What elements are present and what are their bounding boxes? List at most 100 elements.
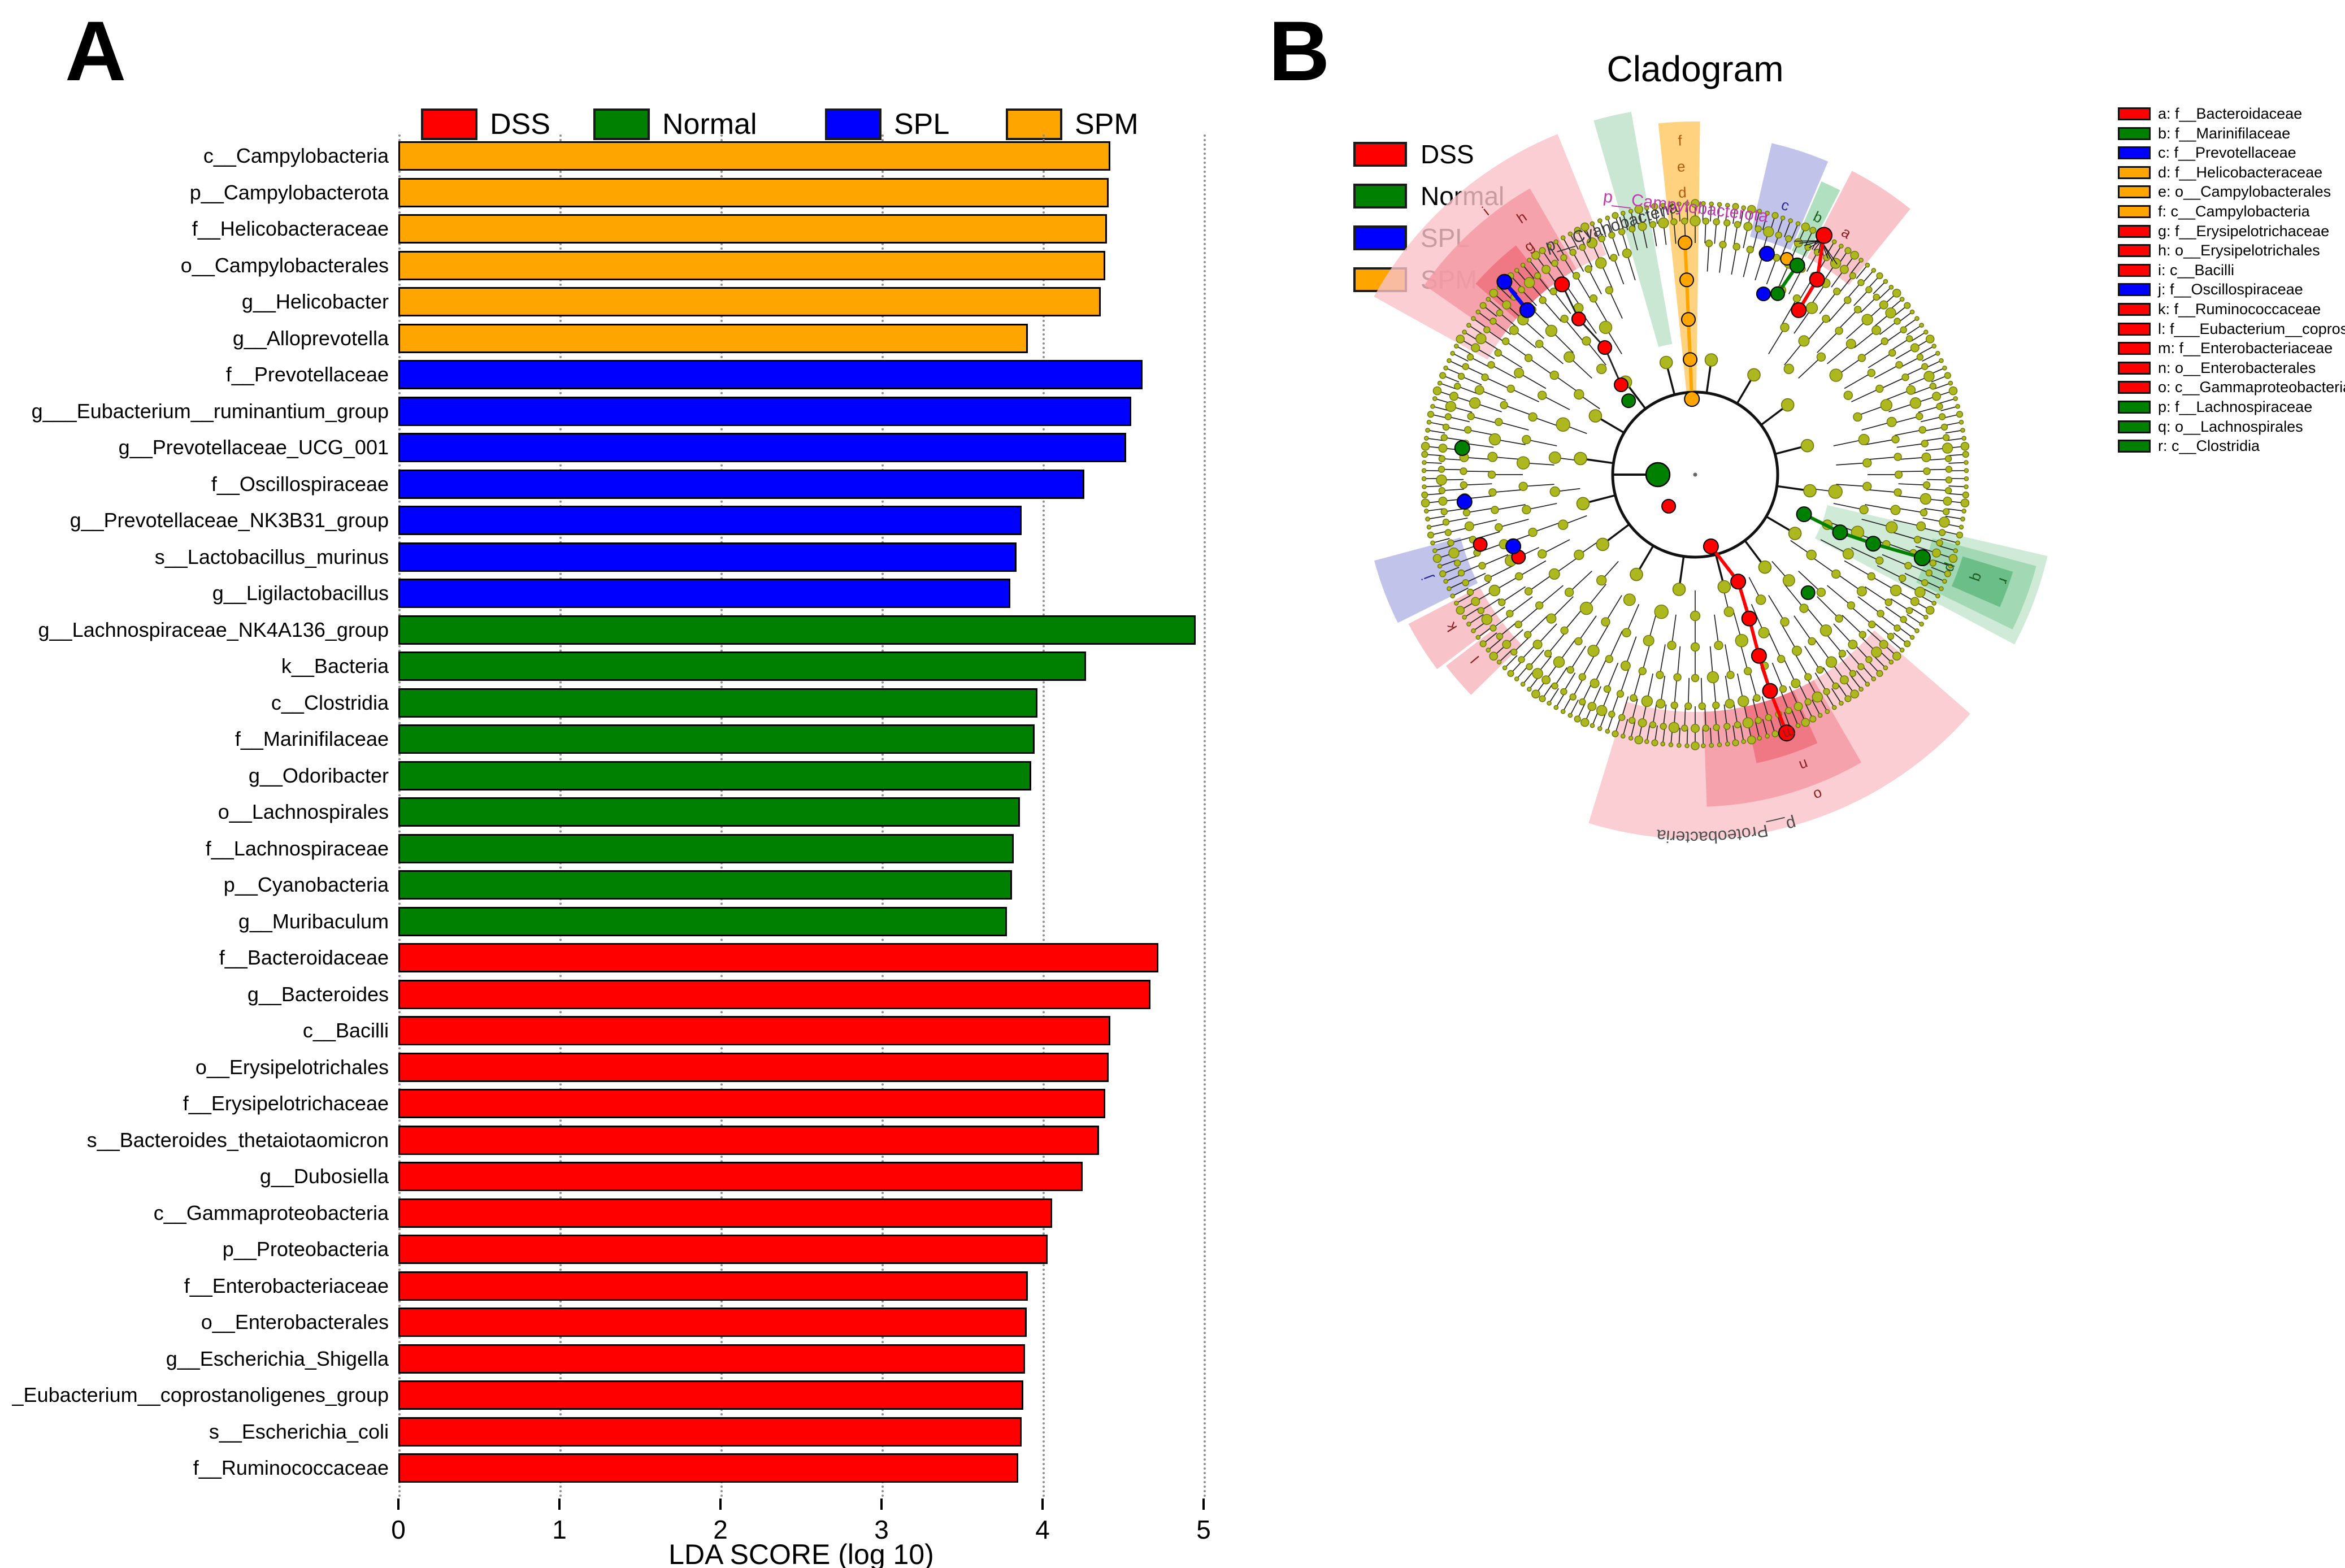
taxa-legend-swatch-q	[2118, 420, 2151, 433]
taxa-legend-item-f: f: c__Campylobacteria	[2118, 203, 2310, 220]
taxon-node	[1456, 606, 1465, 615]
highlight-node	[1865, 536, 1882, 552]
taxon-node	[1541, 264, 1551, 274]
taxon-node	[1489, 288, 1499, 298]
taxon-node	[1765, 714, 1773, 721]
taxon-node	[1914, 316, 1920, 322]
taxa-legend-label: g: f__Erysipelotrichaceae	[2158, 222, 2330, 240]
taxon-node	[1487, 360, 1495, 369]
taxon-node	[1865, 286, 1873, 293]
taxon-node	[1677, 742, 1682, 748]
taxon-node	[1958, 419, 1964, 425]
bar-label: g__Lachnospiraceae_NK4A136_group	[38, 618, 389, 641]
bar-dss	[398, 1417, 1022, 1447]
taxon-node	[1747, 205, 1756, 214]
bar-dss	[398, 1271, 1028, 1301]
axis-tick	[1202, 1498, 1205, 1510]
taxon-node-inner	[1704, 353, 1718, 367]
bar-normal	[398, 761, 1032, 790]
taxon-node	[1489, 651, 1499, 661]
taxon-node	[1523, 277, 1535, 288]
taxa-legend-item-l: l: f___Eubacterium__coprostanc	[2118, 320, 2345, 338]
clade-wedge	[1374, 537, 1478, 623]
taxon-node	[1702, 724, 1709, 732]
highlight-node	[1496, 273, 1513, 290]
highlight-node	[1762, 683, 1778, 699]
taxon-node	[1905, 607, 1913, 614]
taxon-node	[1891, 435, 1900, 444]
taxon-node	[1421, 442, 1430, 451]
center-dot	[1693, 472, 1697, 477]
taxon-node	[1638, 667, 1647, 675]
taxon-node	[1757, 209, 1762, 214]
taxon-node	[1835, 327, 1843, 335]
taxon-node	[1816, 352, 1826, 362]
taxon-node	[1849, 670, 1857, 677]
taxon-node	[1423, 509, 1429, 514]
taxon-node	[1732, 739, 1739, 746]
taxon-node	[1587, 702, 1597, 711]
taxon-node	[1466, 353, 1474, 361]
taxon-node	[1960, 498, 1970, 508]
taxon-node	[1920, 509, 1928, 516]
taxon-node	[1560, 709, 1566, 714]
taxon-node	[1925, 606, 1935, 615]
taxa-legend-swatch-r	[2118, 440, 2151, 453]
cladogram-rings	[1421, 199, 1970, 750]
taxon-node	[1763, 226, 1774, 237]
taxon-node	[1421, 450, 1428, 458]
taxon-node	[1478, 562, 1486, 570]
taxon-node	[1932, 548, 1942, 558]
taxon-node	[1914, 587, 1926, 598]
taxon-node-inner	[1588, 409, 1603, 423]
cladogram-legend-swatch-normal	[1353, 184, 1407, 209]
taxon-node	[1453, 601, 1459, 606]
taxon-node	[1921, 452, 1931, 462]
taxon-node	[1709, 742, 1714, 748]
taxon-node	[1622, 248, 1632, 258]
taxon-node	[1560, 254, 1567, 262]
taxon-node	[1544, 650, 1552, 658]
taxon-node	[1888, 659, 1894, 665]
taxon-node	[1816, 666, 1824, 674]
taxon-node	[1916, 353, 1924, 361]
taxon-node	[1747, 735, 1756, 745]
taxon-node	[1830, 258, 1842, 269]
taxon-node	[1857, 354, 1866, 362]
taxon-node	[1780, 617, 1790, 627]
taxon-node	[1460, 467, 1467, 475]
taxon-node	[1948, 563, 1953, 569]
taxon-node	[1447, 586, 1452, 592]
taxa-legend-swatch-a	[2118, 107, 2151, 120]
bar-label: c__Gammaproteobacteria	[153, 1201, 389, 1224]
highlight-node	[1759, 246, 1775, 262]
highlight-node	[1554, 276, 1570, 293]
taxon-node	[1725, 203, 1730, 208]
taxa-legend-item-a: a: f__Bacteroidaceae	[2118, 105, 2302, 123]
taxon-node	[1453, 344, 1459, 349]
bar-spm	[398, 323, 1028, 353]
highlight-node	[1791, 302, 1807, 318]
taxon-node-inner	[1788, 527, 1802, 540]
taxon-node	[1584, 265, 1592, 273]
taxon-node	[1514, 367, 1525, 378]
taxon-node	[1623, 593, 1636, 606]
taxon-node	[1638, 718, 1647, 728]
taxon-node	[1502, 640, 1512, 649]
bar-dss	[398, 1162, 1083, 1191]
taxa-legend-swatch-n	[2118, 361, 2151, 375]
taxon-node	[1848, 640, 1858, 650]
taxon-node	[1701, 743, 1706, 749]
taxon-node	[1488, 433, 1501, 446]
taxon-node	[1956, 531, 1964, 538]
taxon-node	[1690, 724, 1700, 733]
taxa-legend-item-n: n: o__Enterobacterales	[2118, 359, 2316, 377]
bar-dss	[398, 1235, 1048, 1264]
taxa-legend-label: n: o__Enterobacterales	[2158, 359, 2316, 376]
taxon-node	[1713, 724, 1720, 731]
taxon-node	[1566, 666, 1575, 674]
bar-label: g__Dubosiella	[259, 1165, 389, 1188]
taxa-legend-item-p: p: f__Lachnospiraceae	[2118, 398, 2312, 416]
taxon-node	[1520, 681, 1526, 687]
taxa-legend-label: q: o__Lachnospirales	[2158, 418, 2303, 435]
